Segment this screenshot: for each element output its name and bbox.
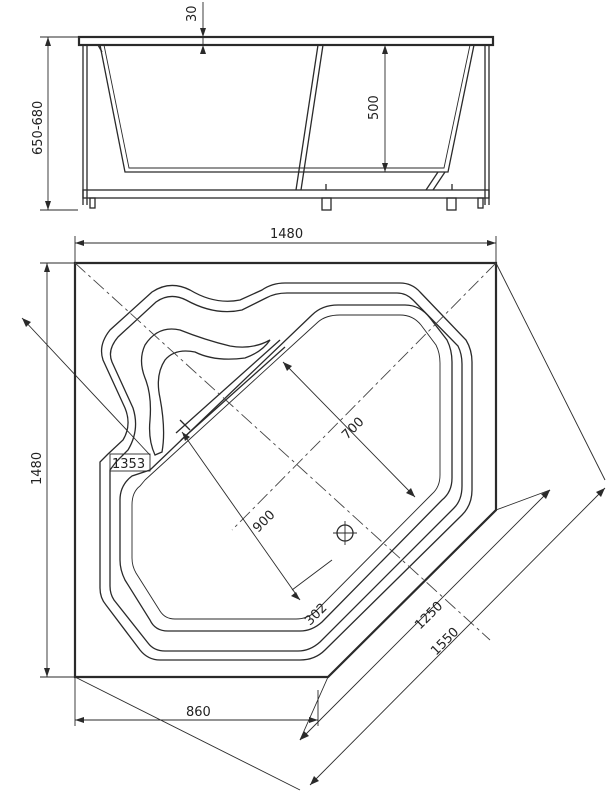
side-view-base-frame [82,189,490,199]
top-view-cross-centerline [231,262,497,531]
dim-inner-length-label: 900 [250,508,278,536]
dim-height-label: 1480 [30,452,45,485]
dim-width-label: 1480 [270,227,303,242]
dim-drain-label: 302 [302,601,330,629]
top-view: 1480 1480 860 700 900 302 1353 [21,227,606,791]
top-view-outer-outline [73,261,498,679]
top-view-seat-curl [140,328,271,456]
dim-seat-label: 1353 [112,457,145,472]
dim-side-label: 860 [186,705,211,720]
side-view-tub-body [99,44,475,173]
side-view: 30 500 650-680 [31,2,495,211]
side-view-foot [89,197,96,209]
dim-depth-label: 500 [367,95,382,120]
side-view-foot [477,197,484,209]
dim-total-height-label: 650-680 [31,101,46,155]
dim-rim-thickness-label: 30 [185,5,200,22]
dim-inner-width-label: 700 [339,415,367,443]
side-view-foot [446,197,457,211]
dim-diag-inner-label: 1250 [412,599,446,633]
top-view-diagonal-centerline [74,262,491,641]
side-view-rim [77,35,495,47]
dim-diag-outer-label: 1550 [428,625,462,659]
top-view-rim-contour [99,282,473,661]
side-view-foot [321,197,332,211]
top-view-basin [119,304,453,632]
dim-seat-box [109,453,151,472]
